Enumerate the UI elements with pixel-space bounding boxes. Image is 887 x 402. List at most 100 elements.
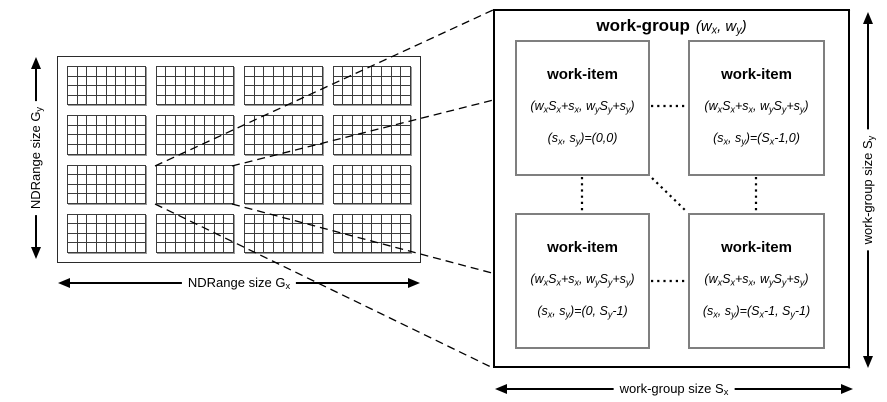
ndrange-work-item-cell bbox=[254, 76, 264, 86]
ndrange-work-item-cell bbox=[372, 135, 381, 144]
ndrange-work-item-cell bbox=[195, 116, 204, 125]
ndrange-work-item-cell bbox=[224, 165, 233, 175]
ndrange-work-item-cell bbox=[293, 144, 303, 154]
ndrange-work-item-cell bbox=[135, 144, 145, 154]
ndrange-work-item-cell bbox=[195, 135, 204, 144]
ndrange-work-item-cell bbox=[352, 125, 362, 135]
ndrange-work-item-cell bbox=[185, 233, 195, 243]
work-item-box-top-left: work-item (wxSx+sx, wySy+sy) (sx, sy)=(0… bbox=[515, 40, 650, 176]
ndrange-work-item-cell bbox=[106, 194, 116, 203]
ndrange-work-item-cell bbox=[283, 95, 293, 105]
ndrange-work-item-cell bbox=[97, 95, 106, 105]
ndrange-work-item-cell bbox=[185, 86, 195, 95]
ndrange-work-item-cell bbox=[214, 125, 224, 135]
ndrange-work-item-cell bbox=[116, 194, 126, 203]
ndrange-work-item-cell bbox=[333, 86, 343, 95]
ndrange-work-item-cell bbox=[68, 233, 77, 243]
ndrange-work-item-cell bbox=[401, 214, 410, 224]
work-item-label: work-item bbox=[547, 66, 618, 83]
ndrange-work-item-cell bbox=[97, 67, 106, 76]
ndrange-work-item-cell bbox=[126, 95, 135, 105]
ndrange-work-item-cell bbox=[381, 243, 391, 252]
ndrange-work-item-cell bbox=[106, 144, 116, 154]
ndrange-work-item-cell bbox=[185, 243, 195, 252]
ndrange-work-item-cell bbox=[195, 194, 204, 203]
ndrange-work-item-cell bbox=[68, 95, 77, 105]
ndrange-work-item-cell bbox=[362, 76, 372, 86]
ndrange-work-item-cell bbox=[362, 194, 372, 203]
ndrange-work-item-cell bbox=[293, 243, 303, 252]
ndrange-work-item-cell bbox=[185, 214, 195, 224]
ndrange-work-item-cell bbox=[372, 184, 381, 194]
ndrange-work-item-cell bbox=[224, 76, 233, 86]
ndrange-work-item-cell bbox=[303, 165, 312, 175]
ndrange-work-item-cell bbox=[362, 116, 372, 125]
ndrange-work-item-cell bbox=[274, 233, 283, 243]
ndrange-work-item-cell bbox=[135, 224, 145, 233]
ndrange-work-item-cell bbox=[254, 194, 264, 203]
ndrange-work-item-cell bbox=[195, 233, 204, 243]
ndrange-work-item-cell bbox=[97, 86, 106, 95]
ndrange-work-item-cell bbox=[97, 125, 106, 135]
ndrange-work-item-cell bbox=[293, 116, 303, 125]
ndrange-work-item-cell bbox=[352, 194, 362, 203]
ndrange-work-item-cell bbox=[245, 125, 254, 135]
ndrange-work-item-cell bbox=[106, 135, 116, 144]
ndrange-work-item-cell bbox=[156, 165, 166, 175]
ndrange-work-item-cell bbox=[343, 125, 352, 135]
ndrange-work-item-cell bbox=[352, 76, 362, 86]
ndrange-work-item-cell bbox=[185, 95, 195, 105]
ndrange-work-item-cell bbox=[245, 224, 254, 233]
ndrange-work-item-cell bbox=[352, 135, 362, 144]
ndrange-work-item-cell bbox=[303, 175, 312, 184]
ndrange-work-item-cell bbox=[126, 76, 135, 86]
ndrange-work-item-cell bbox=[372, 86, 381, 95]
work-item-global-id: (wxSx+sx, wySy+sy) bbox=[530, 99, 635, 115]
ndrange-work-item-cell bbox=[352, 144, 362, 154]
ndrange-work-item-cell bbox=[166, 125, 175, 135]
ndrange-work-item-cell bbox=[175, 86, 185, 95]
ndrange-work-item-cell bbox=[372, 233, 381, 243]
ndrange-work-item-cell bbox=[333, 184, 343, 194]
ndrange-work-item-cell bbox=[401, 95, 410, 105]
ndrange-work-item-cell bbox=[283, 76, 293, 86]
ndrange-work-item-cell bbox=[254, 224, 264, 233]
ndrange-work-item-cell bbox=[77, 243, 87, 252]
ndrange-work-item-cell bbox=[303, 125, 312, 135]
ndrange-work-item-cell bbox=[352, 224, 362, 233]
ndrange-work-item-cell bbox=[77, 125, 87, 135]
work-item-box-bottom-right: work-item (wxSx+sx, wySy+sy) (sx, sy)=(S… bbox=[688, 213, 825, 349]
work-item-global-id: (wxSx+sx, wySy+sy) bbox=[704, 272, 809, 288]
work-item-label: work-item bbox=[721, 66, 792, 83]
ndrange-work-item-cell bbox=[333, 144, 343, 154]
ndrange-work-item-cell bbox=[77, 76, 87, 86]
ndrange-work-item-cell bbox=[156, 224, 166, 233]
ndrange-work-item-cell bbox=[116, 243, 126, 252]
ndrange-work-item-cell bbox=[106, 243, 116, 252]
ndrange-work-item-cell bbox=[333, 243, 343, 252]
ndrange-work-item-cell bbox=[156, 95, 166, 105]
ndrange-work-item-cell bbox=[87, 116, 97, 125]
ndrange-work-item-cell bbox=[195, 95, 204, 105]
ndrange-work-item-cell bbox=[391, 76, 401, 86]
ndrange-work-item-cell bbox=[293, 214, 303, 224]
ndrange-work-item-cell bbox=[274, 243, 283, 252]
ndrange-work-item-cell bbox=[97, 224, 106, 233]
ndrange-work-item-cell bbox=[185, 135, 195, 144]
ndrange-work-item-cell bbox=[116, 95, 126, 105]
ndrange-work-item-cell bbox=[185, 76, 195, 86]
ndrange-work-item-cell bbox=[274, 184, 283, 194]
ndrange-work-item-cell bbox=[254, 67, 264, 76]
ndrange-work-item-cell bbox=[312, 67, 322, 76]
ndrange-work-item-cell bbox=[175, 243, 185, 252]
ndrange-work-item-cell bbox=[343, 165, 352, 175]
ndrange-work-item-cell bbox=[68, 214, 77, 224]
ndrange-work-item-cell bbox=[68, 116, 77, 125]
ndrange-work-item-cell bbox=[303, 86, 312, 95]
ndrange-work-item-cell bbox=[391, 224, 401, 233]
ndrange-work-item-cell bbox=[372, 95, 381, 105]
ndrange-work-item-cell bbox=[264, 86, 274, 95]
ndrange-work-item-cell bbox=[97, 194, 106, 203]
ndrange-work-item-cell bbox=[126, 165, 135, 175]
